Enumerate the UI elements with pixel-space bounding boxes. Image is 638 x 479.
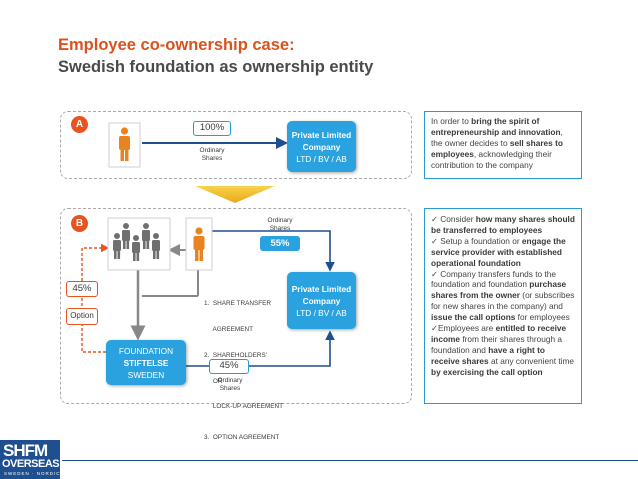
- shares-label-b-top: Ordinary Shares: [256, 217, 304, 233]
- panel-b: [60, 208, 412, 404]
- info-b-item-3-text2: (or subscribes for new shares in the com…: [431, 290, 575, 312]
- agreements-list: 1. SHARE TRANSFER AGREEMENT 2. SHAREHOLD…: [204, 283, 283, 451]
- transition-arrow: [195, 186, 275, 203]
- option-line: [81, 243, 110, 353]
- logo-text-bot: SWEDEN · NORDIC: [4, 471, 61, 476]
- shares-label-a-line2: Shares: [201, 155, 223, 162]
- info-a-bold1: bring the spirit of entrepreneurship and…: [431, 116, 561, 137]
- agreement-line-3: 2. SHAREHOLDERS': [204, 351, 268, 359]
- agreement-line-5: LOCK-UP AGREEMENT: [204, 403, 284, 411]
- info-a-text3: , acknowledging their contribution to th…: [431, 148, 552, 170]
- foundation-box: FOUNDATION STIFTELSE SWEDEN: [106, 340, 186, 385]
- badge-b: B: [71, 215, 88, 232]
- panel-a: [60, 111, 412, 179]
- percent-45-left: 45%: [66, 281, 98, 297]
- employees-group-icon: [107, 217, 171, 271]
- info-b-item-4-bold1: entitled to receive income: [431, 323, 567, 344]
- company-box-b: Private Limited Company LTD / BV / AB: [287, 272, 356, 329]
- page-subtitle: Swedish foundation as ownership entity: [58, 58, 374, 76]
- option-label: Option: [66, 308, 98, 325]
- company-a-line3: LTD / BV / AB: [296, 153, 347, 164]
- info-box-a: In order to bring the spirit of entrepre…: [424, 111, 582, 179]
- company-a-line2: Company: [302, 141, 341, 152]
- info-b-item-2: ✓ Setup a foundation or engage the servi…: [431, 236, 575, 269]
- info-b-item-3-bold2: issue the call options: [431, 312, 516, 323]
- agreement-line-4: OR: [204, 377, 223, 385]
- info-b-item-3: ✓ Company transfers funds to the foundat…: [431, 269, 575, 324]
- foundation-line3: SWEDEN: [127, 369, 165, 380]
- logo-text-top: SHFM: [3, 441, 48, 460]
- shares-label-a: Ordinary Shares: [187, 147, 237, 163]
- company-a-line1: Private Limited: [291, 129, 352, 140]
- info-b-item-4-bold3: by exercising the call option: [431, 366, 543, 377]
- info-b-item-1: ✓ Consider how many shares should be tra…: [431, 214, 575, 236]
- logo-text-mid: OVERSEAS: [2, 458, 60, 470]
- shares-label-a-line1: Ordinary: [199, 147, 225, 154]
- owner-icon-a: [108, 122, 141, 168]
- info-b-item-4-text3: at any convenient time: [488, 355, 574, 366]
- percent-55: 55%: [260, 236, 300, 251]
- foundation-line2: STIFTELSE: [123, 357, 169, 368]
- company-b-line1: Private Limited: [291, 283, 352, 294]
- page-title: Employee co-ownership case:: [58, 36, 295, 54]
- percent-45-bottom: 45%: [209, 359, 249, 374]
- info-b-item-3-text1: ✓ Company transfers funds to the foundat…: [431, 268, 557, 290]
- info-b-item-2-bold: engage the service provider with establi…: [431, 235, 566, 268]
- info-b-item-4-text2: from their shares through a foundation a…: [431, 333, 562, 355]
- company-box-a: Private Limited Company LTD / BV / AB: [287, 121, 356, 172]
- info-a-bold2: sell shares to employees: [431, 137, 563, 159]
- foundation-line1: FOUNDATION: [118, 345, 174, 356]
- percent-100: 100%: [193, 121, 231, 136]
- shares-label-b-bottom-line2: Shares: [219, 385, 241, 392]
- info-b-item-1-bold: how many shares should be transferred to…: [431, 214, 575, 235]
- agreement-line-2: AGREEMENT: [204, 325, 254, 333]
- agreement-line-1: 1. SHARE TRANSFER: [204, 300, 271, 308]
- badge-a: A: [71, 116, 88, 133]
- company-logo: [0, 440, 60, 479]
- agreement-line-6: 3. OPTION AGREEMENT: [204, 434, 280, 442]
- footer-rule: [62, 460, 638, 461]
- company-b-line2: Company: [302, 295, 341, 306]
- shares-label-b-bottom-line1: Ordinary: [217, 377, 243, 384]
- shares-label-b-top-line2: Shares: [269, 225, 291, 232]
- company-b-line3: LTD / BV / AB: [296, 307, 347, 318]
- shares-label-b-bottom: Ordinary Shares: [206, 377, 254, 393]
- shares-label-b-top-line1: Ordinary: [267, 217, 293, 224]
- info-b-item-2-text: ✓ Setup a foundation or: [431, 235, 522, 246]
- owner-icon-b: [185, 217, 213, 271]
- info-b-item-4: ✓Employees are entitled to receive incom…: [431, 323, 575, 378]
- info-a-text2: , the owner decides to: [431, 126, 563, 148]
- info-b-item-4-text1: ✓Employees are: [431, 323, 496, 334]
- info-b-item-1-text: ✓ Consider: [431, 214, 476, 224]
- info-box-b: ✓ Consider how many shares should be tra…: [424, 208, 582, 404]
- info-b-item-3-bold1: purchase shares from the owner: [431, 279, 567, 301]
- info-a-text1: In order to: [431, 116, 472, 126]
- info-b-item-3-text3: for employees: [515, 312, 570, 323]
- info-b-item-4-bold2: have a right to receive shares: [431, 344, 545, 366]
